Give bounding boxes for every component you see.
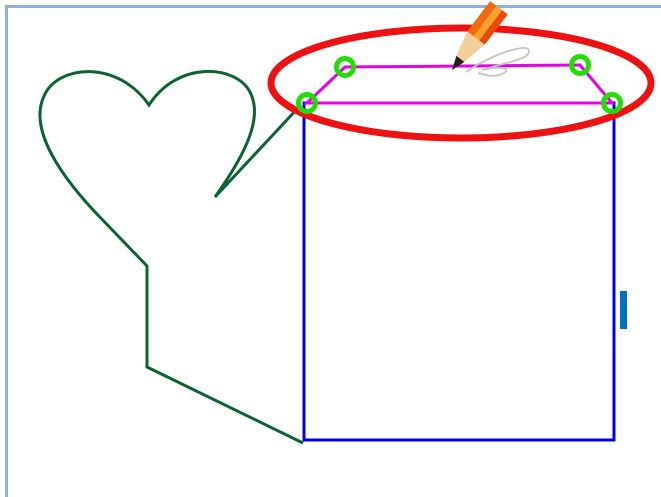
scroll-indicator[interactable]	[620, 291, 627, 329]
canvas-frame	[7, 7, 661, 497]
